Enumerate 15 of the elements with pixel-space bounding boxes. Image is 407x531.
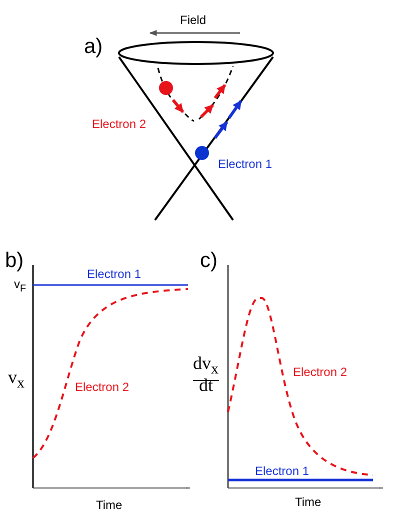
- electron-label: Electron 2: [293, 366, 348, 378]
- axis-label: Time: [96, 499, 122, 511]
- electron-label: Electron 1: [218, 158, 272, 170]
- panel-label: b): [5, 250, 24, 271]
- electron-label: Electron 1: [87, 268, 142, 280]
- axis-label: dv$_{x}$: [193, 354, 218, 381]
- field-label: Field: [180, 14, 206, 26]
- axis-label: Time: [295, 496, 322, 508]
- panel-label: a): [84, 36, 103, 57]
- electron-label: Electron 2: [75, 381, 130, 393]
- tick-label: v$_{F}$: [14, 278, 26, 294]
- panel-label: c): [200, 250, 218, 271]
- axis-label: v$_{x}$: [8, 368, 24, 392]
- electron-label: Electron 2: [92, 118, 146, 130]
- electron-label: Electron 1: [255, 465, 310, 477]
